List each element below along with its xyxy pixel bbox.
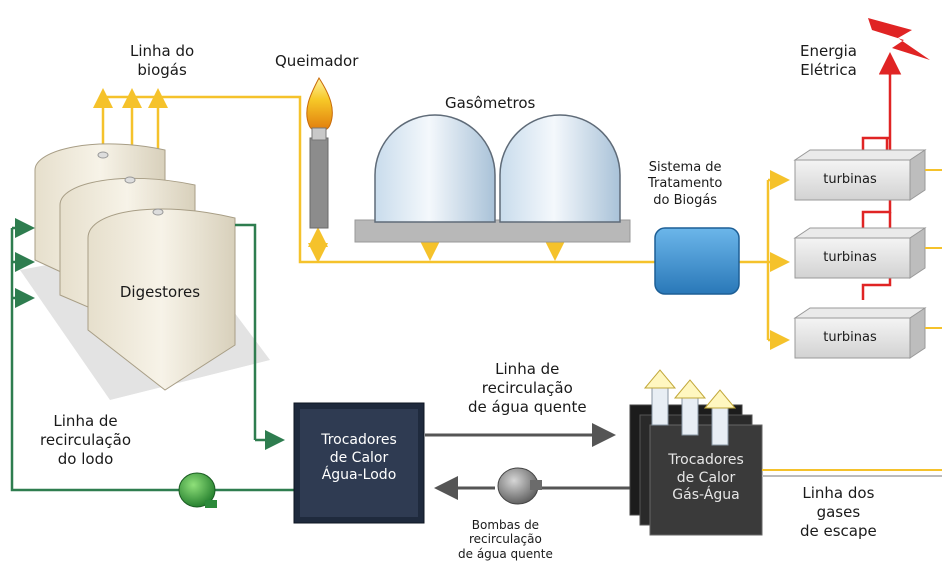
exhaust-line-label: Linha dos gases de escape: [800, 484, 877, 540]
burner-label: Queimador: [275, 52, 359, 70]
gasometers-label: Gasômetros: [445, 94, 536, 112]
turbines: [793, 149, 942, 359]
treatment-system-box: [654, 227, 740, 295]
digesters: [34, 143, 236, 391]
electric-line: [861, 52, 902, 300]
gray-pump-icon: [497, 467, 542, 505]
turbine-label-1: turbinas: [823, 172, 877, 187]
hx-water-sludge: [293, 402, 425, 524]
hot-water-line: [425, 423, 640, 500]
turbine-label-3: turbinas: [823, 330, 877, 345]
burner: [306, 77, 333, 229]
sludge-recirculation-line: [10, 218, 295, 492]
flame-icon: [306, 77, 333, 132]
green-pump-icon: [178, 472, 217, 508]
hx-gas-water: [629, 369, 942, 536]
exhaust-chimney-icon: [643, 369, 737, 446]
gasometers: [354, 114, 631, 243]
digesters-label: Digestores: [119, 283, 201, 301]
turbine-label-2: turbinas: [823, 250, 877, 265]
lightning-bolt-icon: [868, 18, 930, 60]
